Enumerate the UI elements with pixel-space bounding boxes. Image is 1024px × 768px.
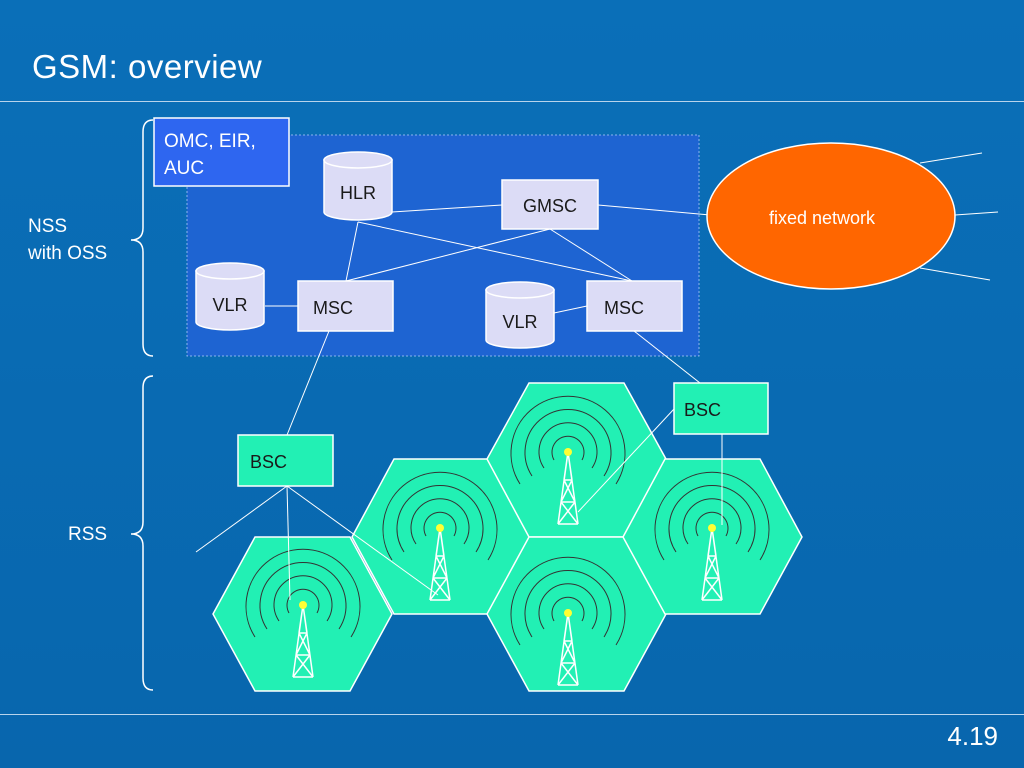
msc-right-label: MSC <box>604 298 644 318</box>
bsc-left-label: BSC <box>250 452 287 472</box>
hlr-node: HLR <box>323 151 393 221</box>
radio-cells <box>212 382 803 692</box>
omc-label-line2: AUC <box>164 158 204 179</box>
vlr-left-label: VLR <box>212 295 247 315</box>
vlr-right-node: VLR <box>485 281 555 349</box>
bsc-links <box>195 408 723 601</box>
gmsc-node <box>501 179 599 230</box>
rss-brace <box>130 375 154 691</box>
fixed-network-cloud <box>706 142 956 290</box>
bsc-left-node <box>237 434 334 487</box>
oss-label: with OSS <box>27 243 107 264</box>
footer-divider <box>0 714 1024 715</box>
gmsc-label: GMSC <box>523 196 577 216</box>
msc-right-node <box>586 280 683 332</box>
hlr-label: HLR <box>340 183 376 203</box>
fixed-network-label: fixed network <box>769 208 876 228</box>
rss-label: RSS <box>68 524 107 545</box>
omc-eir-auc-box <box>153 117 290 187</box>
nss-brace <box>130 119 154 357</box>
slide-title: GSM: overview <box>32 48 263 85</box>
msc-left-node <box>297 280 394 332</box>
vlr-left-node: VLR <box>195 262 265 331</box>
nss-label: NSS <box>28 216 67 237</box>
slide-number: 4.19 <box>947 721 998 751</box>
nss-links <box>265 152 999 436</box>
bsc-right-label: BSC <box>684 400 721 420</box>
title-divider <box>0 101 1024 102</box>
vlr-right-label: VLR <box>502 312 537 332</box>
msc-left-label: MSC <box>313 298 353 318</box>
omc-label-line1: OMC, EIR, <box>164 131 256 152</box>
bsc-right-node <box>673 382 769 435</box>
